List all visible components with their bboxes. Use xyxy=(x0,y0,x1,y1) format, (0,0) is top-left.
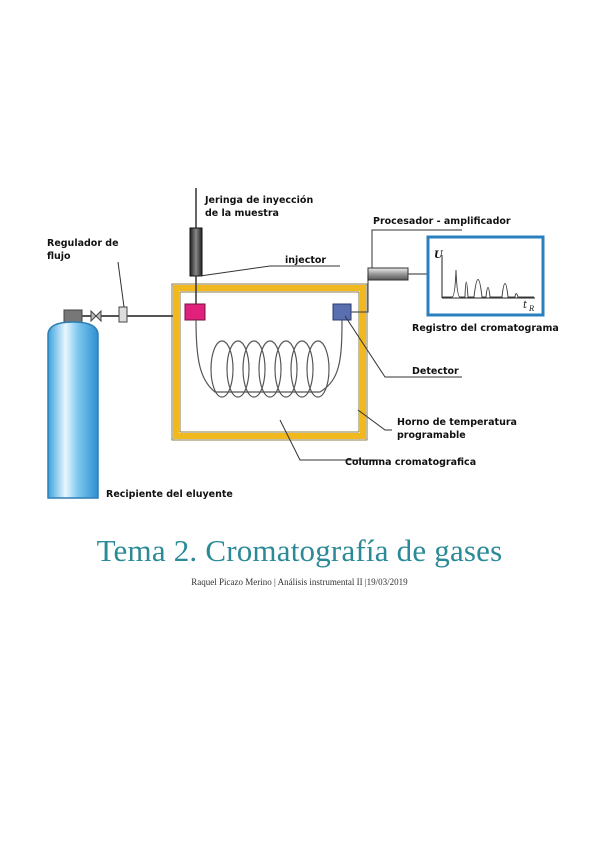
regulator-label-1: Regulador de xyxy=(47,238,119,249)
injector xyxy=(184,303,206,321)
course: Análisis instrumental II xyxy=(277,577,363,587)
processor-label: Procesador - amplificador xyxy=(373,216,511,227)
syringe-label-1: Jeringa de inyección xyxy=(204,195,313,206)
document-subtitle: Raquel Picazo Merino | Análisis instrume… xyxy=(0,577,599,587)
injector-label: injector xyxy=(285,255,326,266)
flow-regulator xyxy=(82,261,188,323)
amplifier xyxy=(367,267,409,281)
oven-label-1: Horno de temperatura xyxy=(397,417,517,428)
axis-u-label: U xyxy=(434,250,444,261)
document-title: Tema 2. Cromatografía de gases xyxy=(96,533,503,568)
syringe-label-2: de la muestra xyxy=(205,208,279,219)
oven xyxy=(173,285,366,439)
regulator-label-2: flujo xyxy=(47,251,71,262)
axis-t-label: t xyxy=(523,300,528,311)
separator-2: | xyxy=(364,577,367,587)
chromatogram-monitor xyxy=(426,235,545,317)
container-label: Recipiente del eluyente xyxy=(106,489,233,500)
eluent-cylinder xyxy=(47,309,99,499)
syringe xyxy=(189,188,203,306)
gas-chromatography-diagram: Jeringa de inyección de la muestra Regul… xyxy=(47,188,559,500)
date: 19/03/2019 xyxy=(366,577,408,587)
oven-label-2: programable xyxy=(397,430,466,441)
chromatographic-column xyxy=(195,319,343,398)
axis-t-sub-label: R xyxy=(528,305,535,313)
column-label: Columna cromatografica xyxy=(345,457,476,468)
separator-1: | xyxy=(274,577,276,587)
author: Raquel Picazo Merino xyxy=(191,577,272,587)
record-label: Registro del cromatograma xyxy=(412,323,559,334)
detector xyxy=(332,303,352,321)
detector-label: Detector xyxy=(412,366,459,377)
